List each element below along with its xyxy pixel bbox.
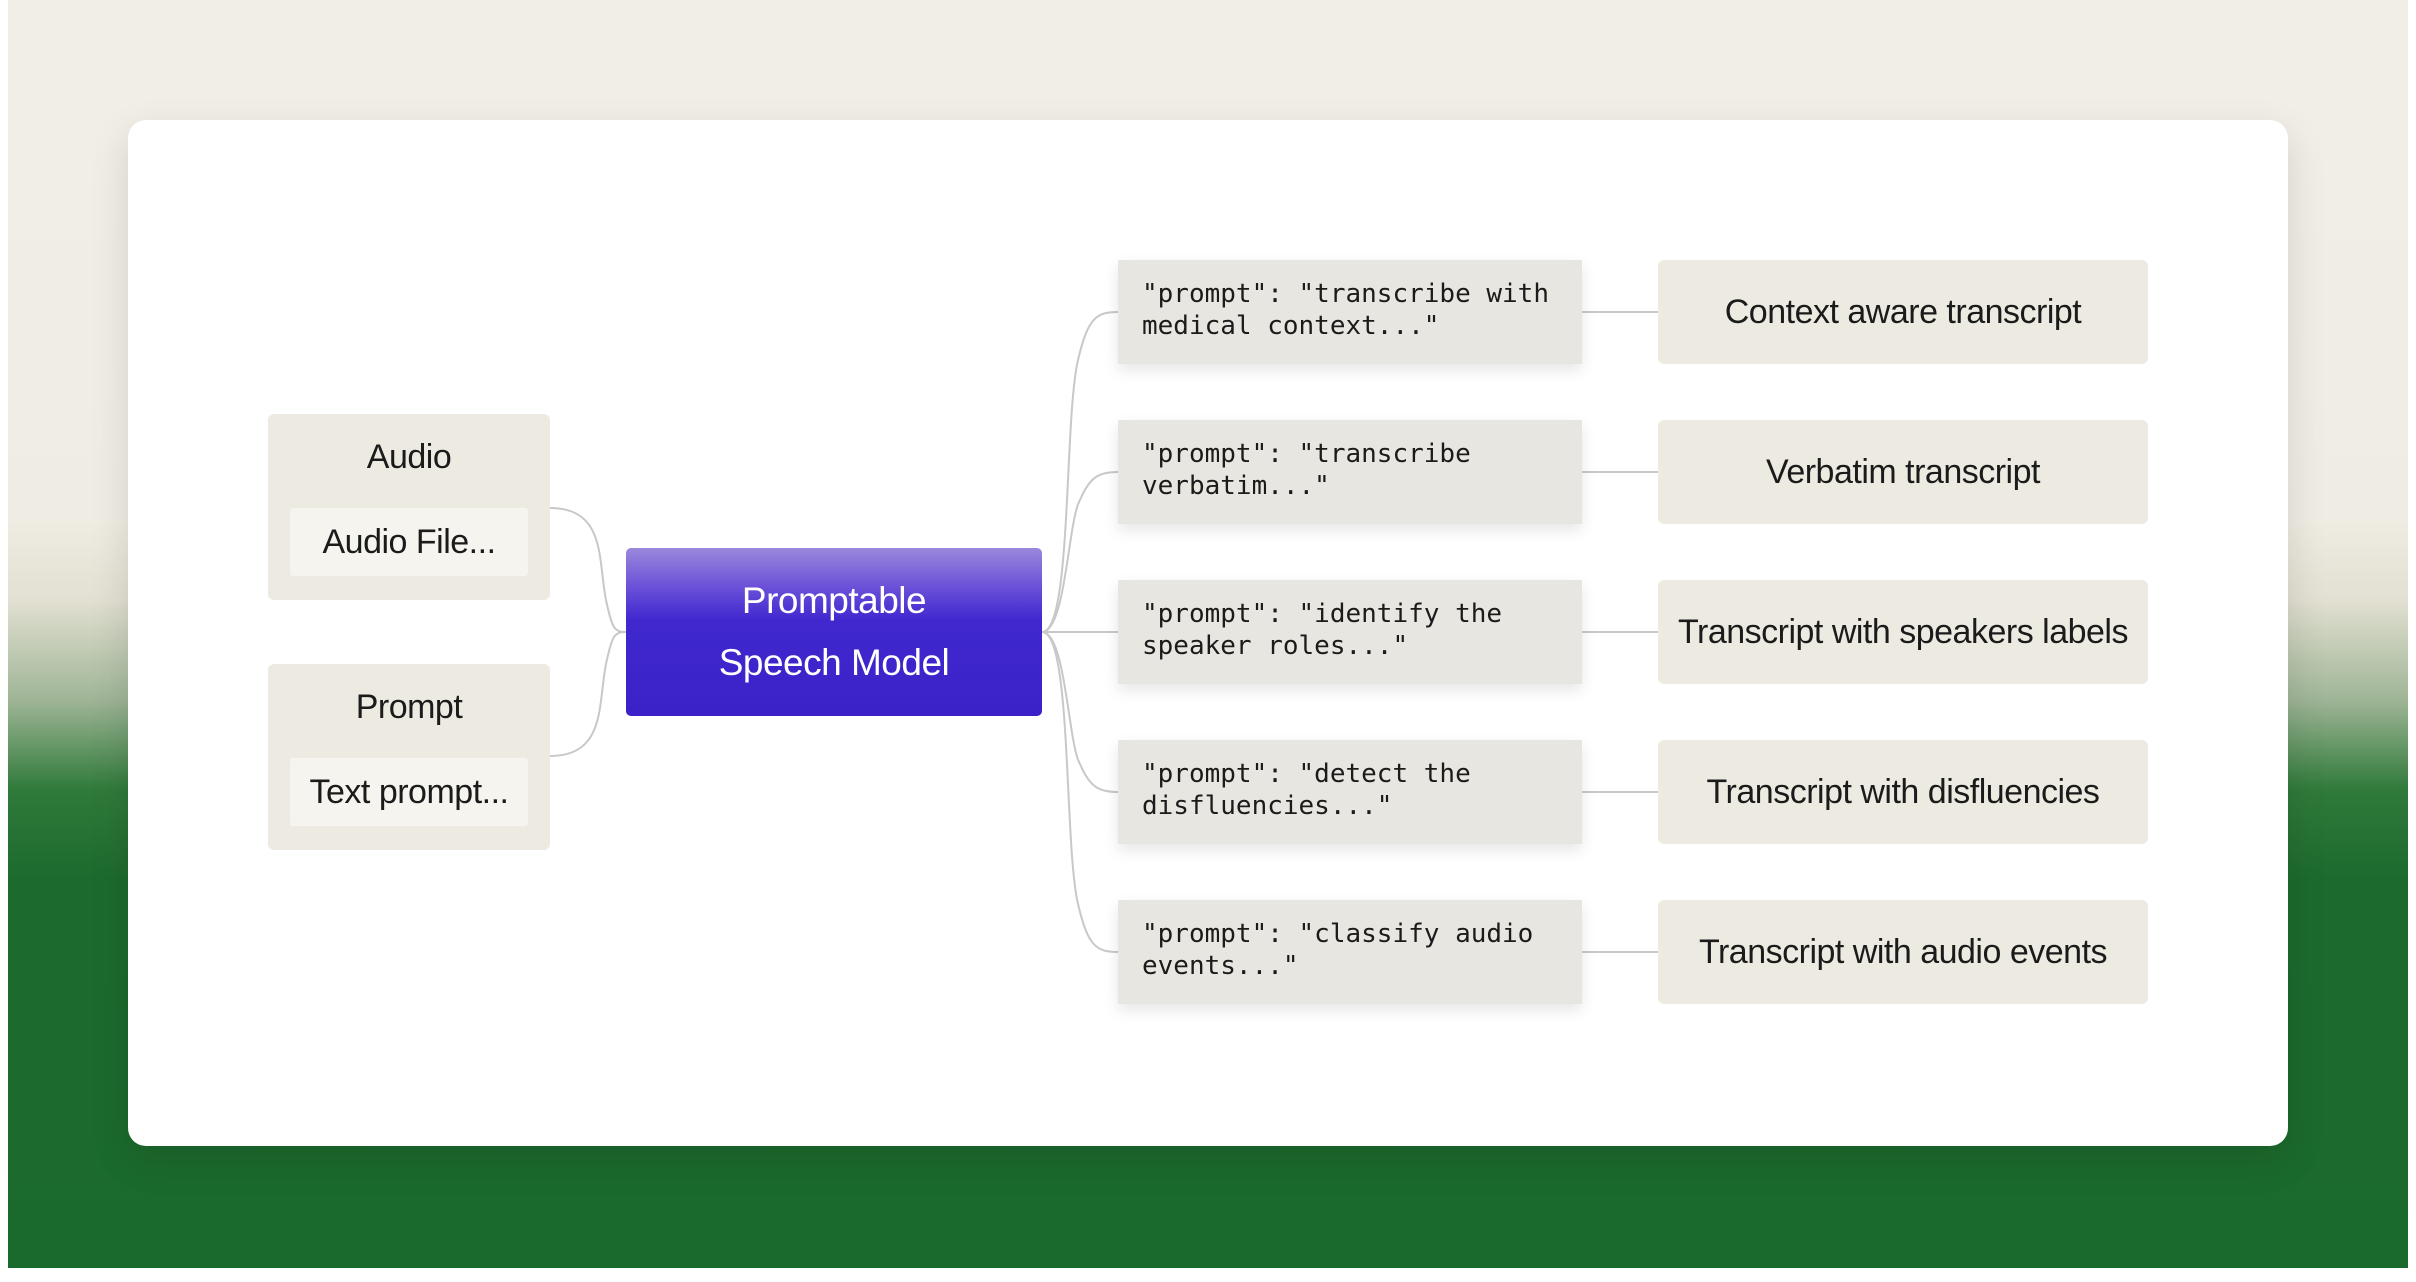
connector-model-to-prompt-5 (1041, 631, 1119, 953)
connector-prompt-to-model (549, 631, 627, 757)
model-node-label: Promptable Speech Model (718, 580, 950, 683)
connector-model-to-prompt-2 (1041, 471, 1119, 633)
prompt-node-3: "prompt": "identify the speaker roles...… (1118, 580, 1582, 684)
connector-model-to-prompt-4 (1041, 631, 1119, 793)
prompt-node-1: "prompt": "transcribe with medical conte… (1118, 260, 1582, 364)
connector-audio-to-model (549, 507, 627, 633)
input-node-title: Prompt (355, 688, 463, 726)
input-node-prompt: Prompt Text prompt... (268, 664, 550, 850)
prompt-node-5: "prompt": "classify audio events..." (1118, 900, 1582, 1004)
prompt-node-2: "prompt": "transcribe verbatim..." (1118, 420, 1582, 524)
output-node-5: Transcript with audio events (1658, 900, 2148, 1004)
model-node: Promptable Speech Model (626, 548, 1042, 716)
connector-model-to-prompt-1 (1041, 311, 1119, 633)
prompt-node-4: "prompt": "detect the disfluencies..." (1118, 740, 1582, 844)
output-node-2: Verbatim transcript (1658, 420, 2148, 524)
output-node-4: Transcript with disfluencies (1658, 740, 2148, 844)
output-node-3: Transcript with speakers labels (1658, 580, 2148, 684)
input-node-audio: Audio Audio File... (268, 414, 550, 600)
output-node-1: Context aware transcript (1658, 260, 2148, 364)
input-node-value: Text prompt... (290, 758, 528, 826)
input-node-title: Audio (366, 438, 452, 476)
input-node-value: Audio File... (290, 508, 528, 576)
